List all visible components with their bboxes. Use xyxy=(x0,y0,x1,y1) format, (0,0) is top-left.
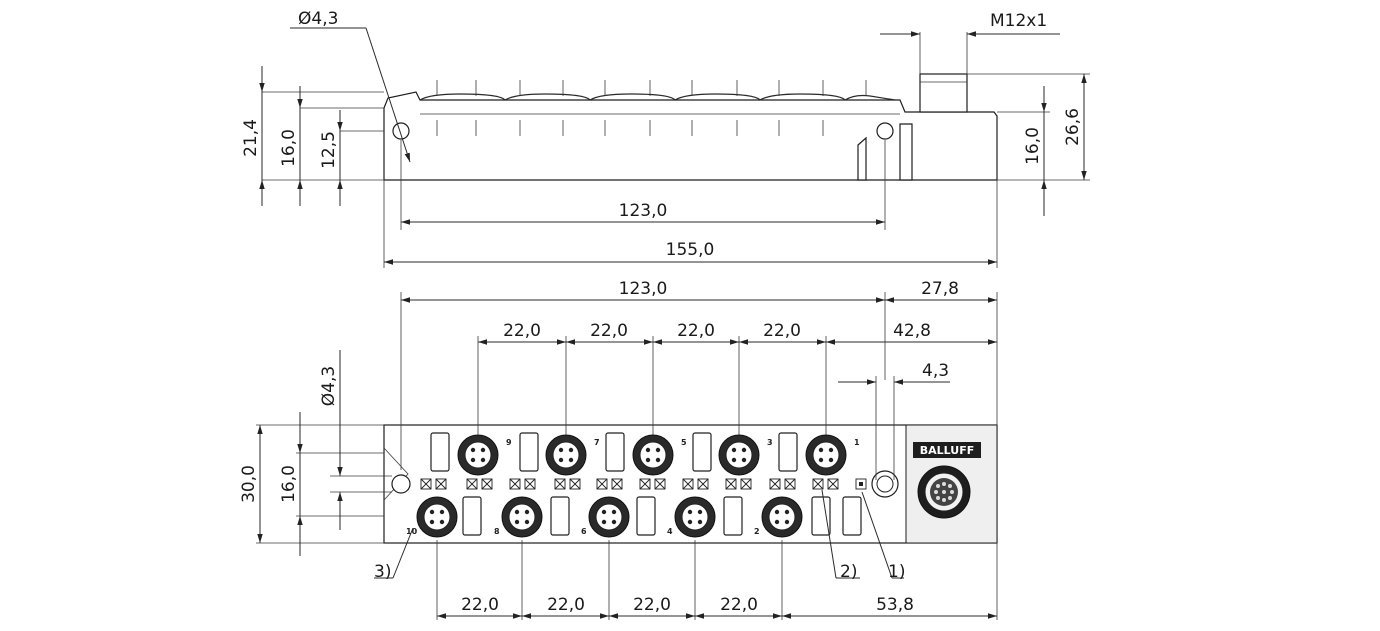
top-hole-diameter-label: Ø4,3 xyxy=(319,366,339,406)
bottom-row-label-boxes xyxy=(462,496,862,536)
top-pitch-label-4: 22,0 xyxy=(763,321,801,341)
bottom-pitch-label-3: 22,0 xyxy=(633,595,671,615)
side-tick-marks xyxy=(436,80,867,136)
power-led xyxy=(855,478,867,490)
top-pitch-label-2: 22,0 xyxy=(590,321,628,341)
top-right-offset-label: 27,8 xyxy=(921,279,959,299)
led-indicators xyxy=(420,478,867,490)
port-6 xyxy=(588,496,630,538)
top-width-total-label: 30,0 xyxy=(239,465,259,503)
port-number-7: 7 xyxy=(594,438,600,447)
port-7 xyxy=(545,434,587,476)
side-hole-spacing-label: 123,0 xyxy=(619,201,668,221)
port-number-9: 9 xyxy=(506,438,512,447)
top-view: 9 7 5 3 1 xyxy=(239,279,998,620)
side-height-connector-label: 26,6 xyxy=(1063,108,1083,146)
port-number-5: 5 xyxy=(681,438,687,447)
port-number-2: 2 xyxy=(754,527,760,536)
bottom-pitch-label-2: 22,0 xyxy=(547,595,585,615)
port-3 xyxy=(718,434,760,476)
side-connector-label: M12x1 xyxy=(990,11,1047,31)
top-row-label-boxes xyxy=(430,432,798,472)
port-9 xyxy=(457,434,499,476)
bottom-row-ports: 10 8 6 4 2 xyxy=(406,496,803,538)
bottom-pitch-label-1: 22,0 xyxy=(461,595,499,615)
side-m12-connector xyxy=(919,73,968,113)
port-8 xyxy=(501,496,543,538)
side-mount-hole-right xyxy=(876,122,894,140)
top-pitch-label-1: 22,0 xyxy=(503,321,541,341)
callout-2: 2) xyxy=(840,562,857,582)
side-height-total-label: 21,4 xyxy=(241,119,261,157)
port-number-4: 4 xyxy=(667,527,673,536)
top-width-holes-label: 16,0 xyxy=(279,465,299,503)
brand-logo xyxy=(913,442,981,458)
top-hole-spacing-label: 123,0 xyxy=(619,279,668,299)
top-right-port-offset-label: 42,8 xyxy=(893,321,931,341)
port-4 xyxy=(674,496,716,538)
bottom-right-offset-label: 53,8 xyxy=(876,595,914,615)
port-10 xyxy=(416,496,458,538)
port-number-6: 6 xyxy=(581,527,587,536)
side-height-hole-label: 12,5 xyxy=(319,131,339,169)
port-number-1: 1 xyxy=(854,438,860,447)
port-number-8: 8 xyxy=(494,527,500,536)
port-1 xyxy=(805,434,847,476)
callout-1: 1) xyxy=(888,562,905,582)
top-hole-width-label: 4,3 xyxy=(922,361,949,381)
port-5 xyxy=(632,434,674,476)
bottom-pitch-label-4: 22,0 xyxy=(720,595,758,615)
port-2 xyxy=(761,496,803,538)
top-m12-connector xyxy=(917,465,971,519)
side-view: Ø4,3 M12x1 21,4 16,0 12,5 16,0 26 xyxy=(241,9,1090,268)
callout-3: 3) xyxy=(374,562,391,582)
top-pitch-label-3: 22,0 xyxy=(677,321,715,341)
side-length-total-label: 155,0 xyxy=(666,240,715,260)
top-mount-hole-left xyxy=(391,474,411,494)
top-row-ports: 9 7 5 3 1 xyxy=(457,434,860,476)
side-mount-hole-left xyxy=(392,122,410,140)
side-height-body-label: 16,0 xyxy=(279,129,299,167)
side-port-caps xyxy=(419,93,900,115)
side-hole-diameter-label: Ø4,3 xyxy=(298,9,338,29)
port-number-3: 3 xyxy=(767,438,773,447)
brand-logo-text: BALLUFF xyxy=(920,444,974,457)
side-latch xyxy=(857,123,913,181)
side-height-right-label: 16,0 xyxy=(1023,127,1043,165)
